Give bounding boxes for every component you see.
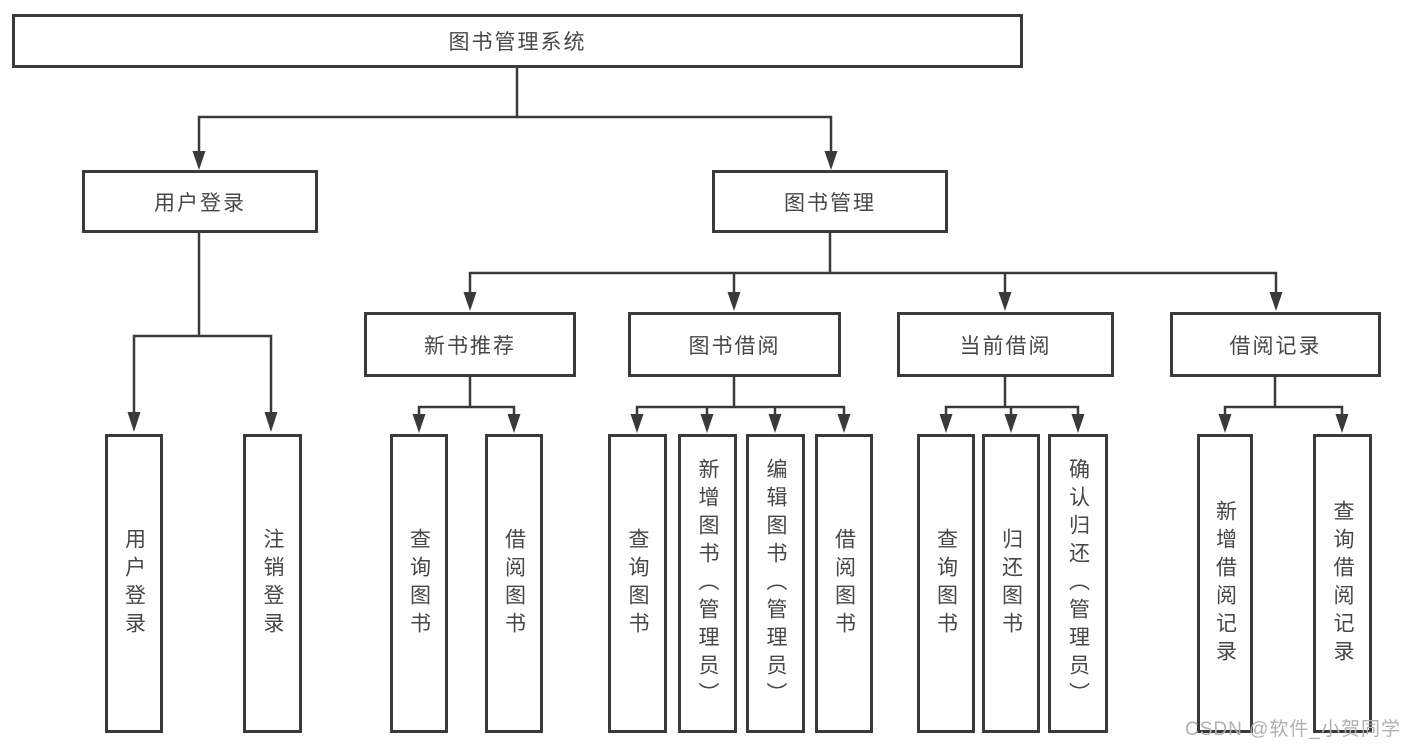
node-query-books-3: 查询图书	[917, 434, 975, 733]
node-label: 注销登录	[261, 527, 284, 640]
node-add-borrow-record: 新增借阅记录	[1197, 434, 1253, 733]
node-label: 编辑图书（管理员）	[764, 457, 787, 710]
connector-book-borrow-to-leaves	[635, 377, 846, 416]
node-user-login: 用户登录	[82, 170, 318, 233]
node-label: 归还图书	[999, 527, 1023, 640]
arrowheads-level3	[463, 292, 1283, 311]
node-label: 查询图书	[626, 527, 649, 640]
node-add-books-admin: 新增图书（管理员）	[678, 434, 737, 733]
node-label: 借阅图书	[502, 527, 526, 640]
node-book-management: 图书管理	[712, 170, 948, 233]
node-borrow-books-1: 借阅图书	[485, 434, 543, 733]
node-label: 新增图书（管理员）	[696, 457, 719, 710]
node-confirm-return-admin: 确认归还（管理员）	[1048, 434, 1108, 733]
node-label: 新书推荐	[424, 334, 516, 358]
arrowheads-borrow-record-leaves	[1218, 414, 1349, 433]
node-label: 当前借阅	[959, 334, 1052, 358]
node-new-book-recommend: 新书推荐	[364, 312, 576, 377]
node-user-login-action: 用户登录	[105, 434, 163, 733]
arrowheads-new-book-leaves	[412, 414, 521, 433]
node-label: 查询图书	[407, 527, 431, 640]
node-logout-action: 注销登录	[243, 434, 302, 733]
node-label: 借阅记录	[1229, 334, 1322, 358]
arrowheads-current-borrow-leaves	[939, 414, 1085, 433]
node-query-books-1: 查询图书	[390, 434, 448, 733]
node-book-borrowing: 图书借阅	[628, 312, 841, 377]
connector-current-borrow-to-leaves	[944, 377, 1080, 416]
node-return-books: 归还图书	[982, 434, 1040, 733]
node-label: 用户登录	[154, 191, 246, 215]
node-label: 图书管理	[784, 191, 876, 215]
node-label: 查询借阅记录	[1331, 499, 1354, 668]
connector-book-management-to-level3	[468, 233, 1278, 293]
node-label: 图书管理系统	[448, 31, 587, 54]
connector-borrow-record-to-leaves	[1223, 377, 1344, 416]
node-query-borrow-record: 查询借阅记录	[1313, 434, 1372, 733]
node-label: 图书借阅	[688, 334, 781, 358]
node-label: 用户登录	[122, 527, 146, 640]
connector-root-to-level2	[197, 68, 833, 153]
arrowheads-user-login-leaves	[127, 412, 278, 432]
node-borrow-books-2: 借阅图书	[815, 434, 873, 733]
arrowheads-book-borrow-leaves	[630, 414, 851, 433]
node-library-management-system: 图书管理系统	[12, 14, 1023, 68]
arrowheads-level2	[192, 151, 838, 170]
node-label: 新增借阅记录	[1213, 499, 1237, 668]
node-borrow-records: 借阅记录	[1170, 312, 1381, 377]
node-edit-books-admin: 编辑图书（管理员）	[746, 434, 805, 733]
connector-user-login-to-leaves	[132, 233, 273, 414]
node-query-books-2: 查询图书	[608, 434, 667, 733]
node-label: 借阅图书	[832, 527, 856, 640]
csdn-watermark: CSDN @软件_小贺同学	[1185, 719, 1401, 740]
connector-new-book-to-leaves	[417, 377, 516, 416]
node-current-borrowing: 当前借阅	[897, 312, 1114, 377]
node-label: 确认归还（管理员）	[1066, 457, 1090, 710]
node-label: 查询图书	[934, 527, 958, 640]
